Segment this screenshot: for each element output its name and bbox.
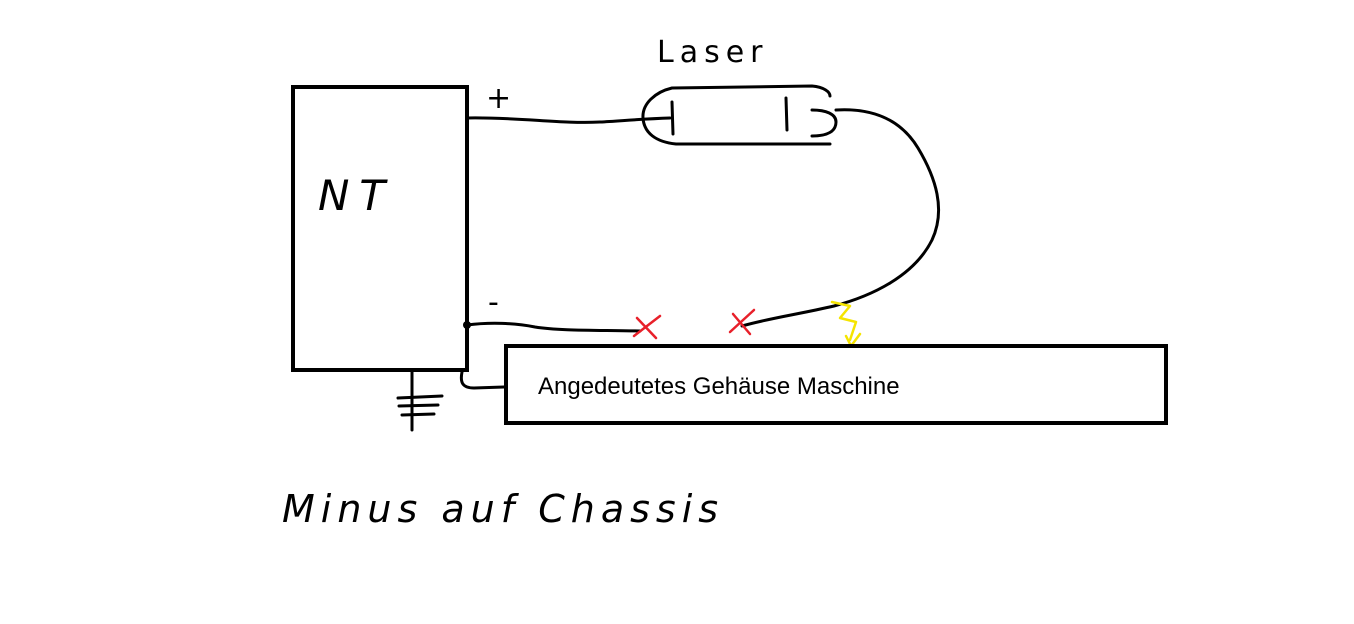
plus-wire [465,116,672,124]
lightning-icon [830,300,862,348]
x-mark-icon [632,314,662,340]
laser-electrode-right [784,96,789,132]
housing-label: Angedeutetes Gehäuse Maschine [538,373,900,400]
minus-wire [465,321,642,333]
return-wire [740,108,941,328]
power-supply-box [291,85,469,372]
ground-icon [396,370,444,432]
laser-electrode-left [670,100,675,136]
minus-junction-dot [463,321,471,329]
laser-label: Laser [657,35,769,70]
chassis-connection-wire [459,370,506,390]
machine-housing-box [504,344,1168,425]
minus-terminal-sign: - [488,285,499,320]
caption: Minus auf Chassis [282,487,724,531]
power-supply-label: NT [318,171,395,220]
x-mark-icon [728,308,756,336]
plus-terminal-sign: + [486,81,511,116]
